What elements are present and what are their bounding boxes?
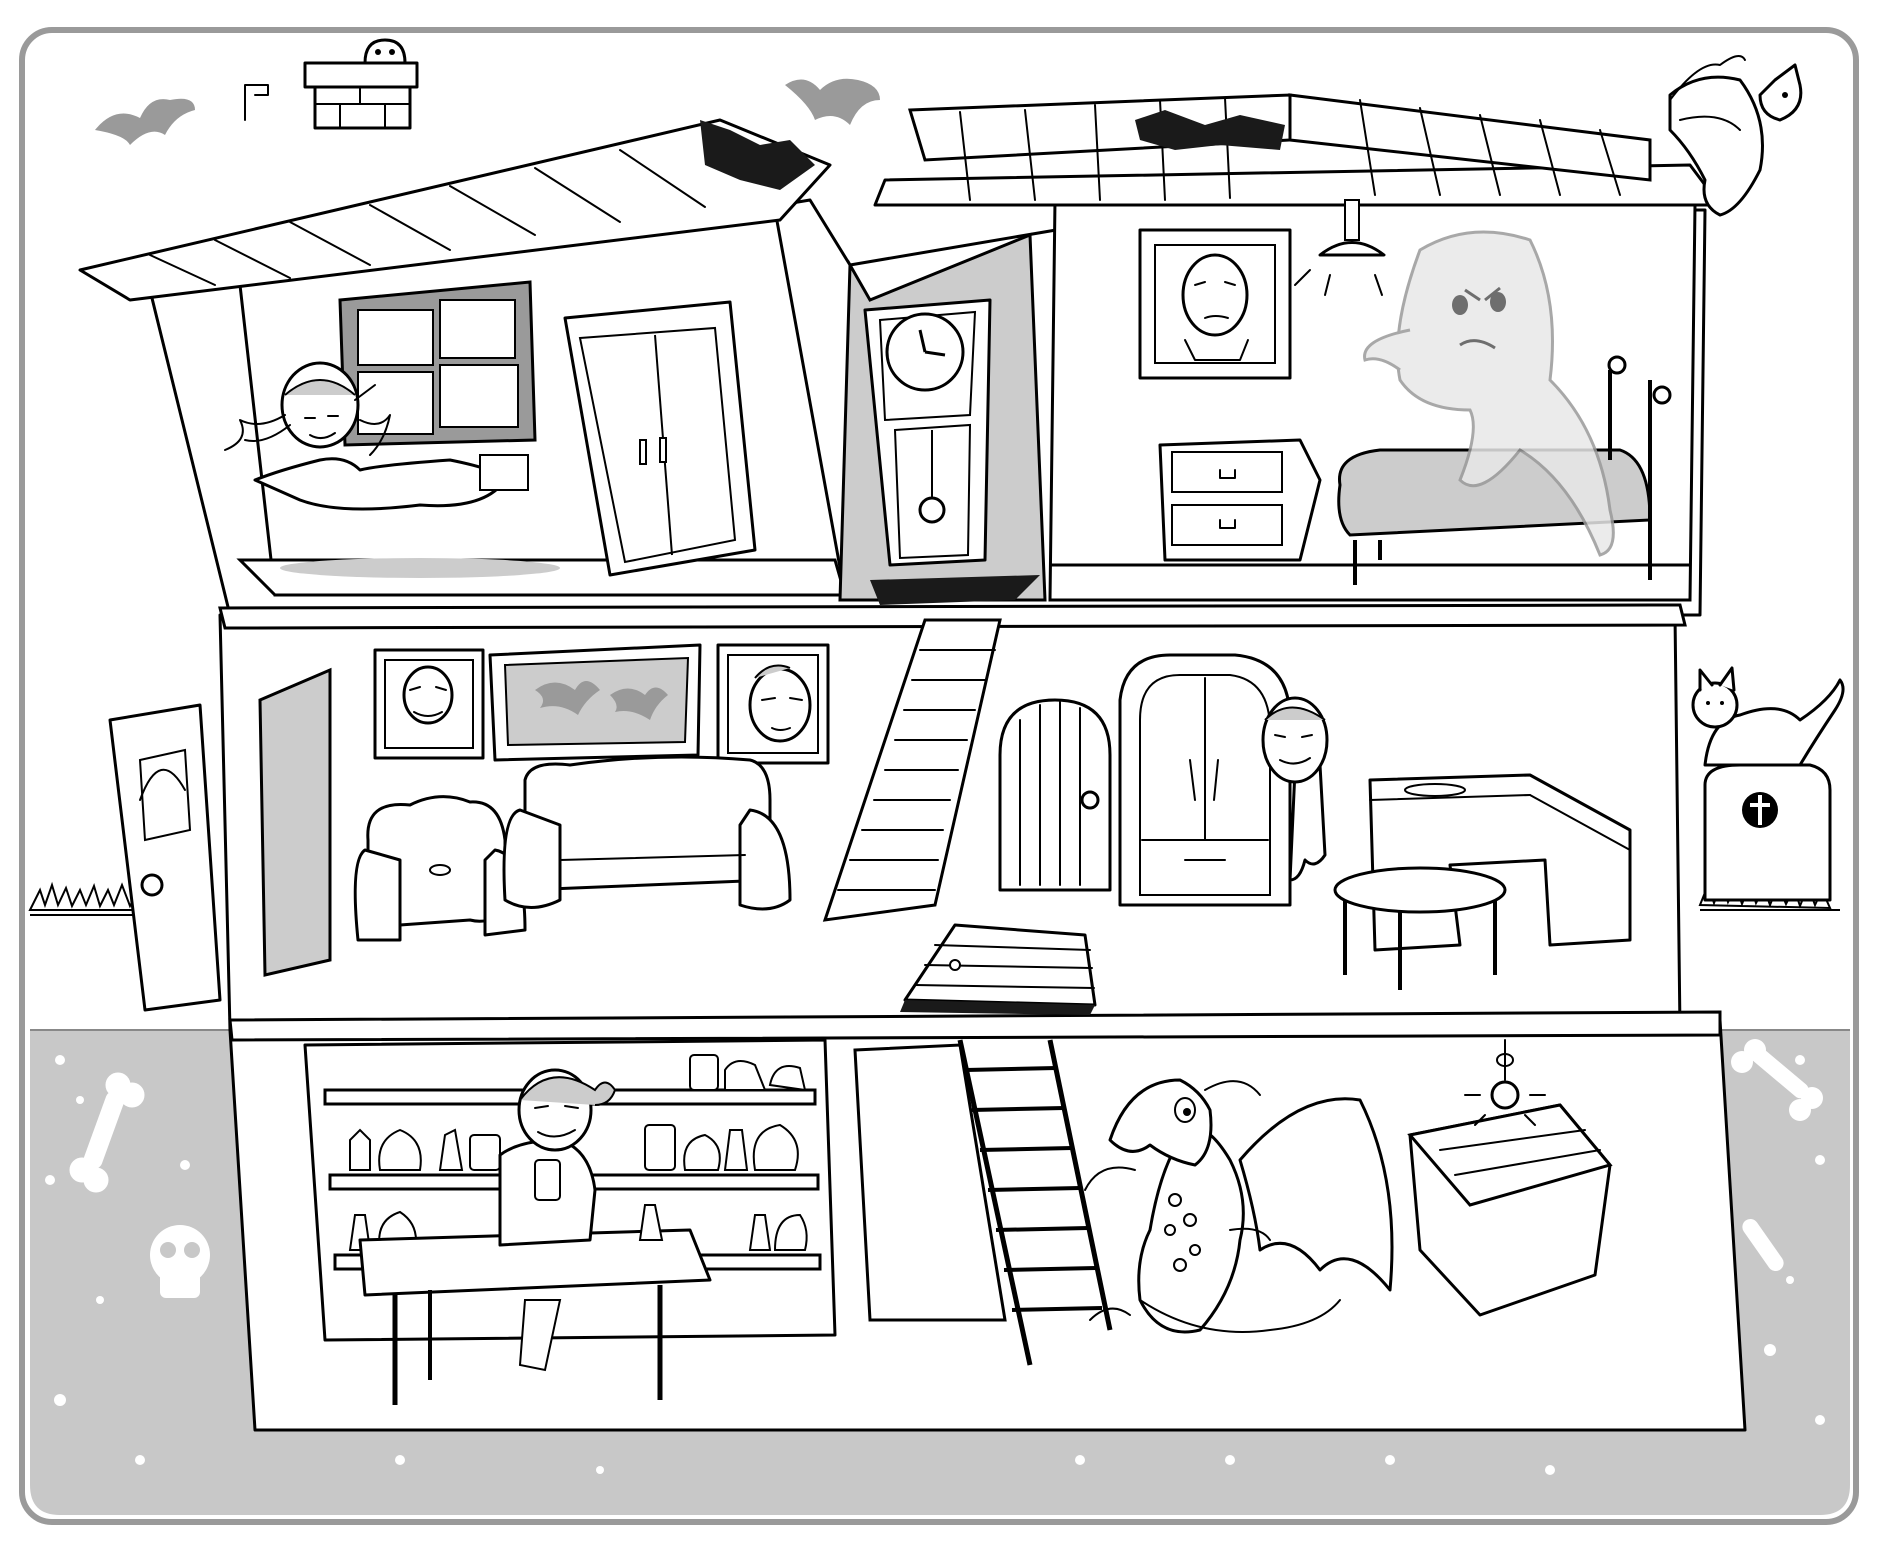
- bone-icon: [69, 1072, 145, 1193]
- gargoyle: [1668, 55, 1803, 217]
- portrait-woman: [716, 643, 830, 765]
- trapdoor: [900, 923, 1097, 1015]
- bone-icon: [1731, 1039, 1823, 1121]
- bone-icon: [1742, 1218, 1784, 1272]
- roof-hole-left: [700, 120, 815, 190]
- outside-door: [108, 703, 222, 1012]
- refrigerator: [1118, 653, 1292, 907]
- bat-icon: [610, 687, 668, 720]
- window: [338, 280, 537, 447]
- cat: [1691, 666, 1845, 767]
- arched-door: [998, 698, 1112, 892]
- bat-icon: [785, 78, 880, 125]
- vampire-mother: [498, 1068, 617, 1372]
- grandfather-clock: [863, 298, 992, 567]
- round-table: [1333, 866, 1507, 990]
- sofa: [502, 755, 792, 911]
- skull-icon: [150, 1225, 210, 1298]
- roof-hole-right: [1135, 110, 1285, 150]
- floor-shadow: [280, 558, 560, 578]
- chimney-creature: [363, 38, 407, 65]
- ladder: [957, 1039, 1113, 1366]
- ceiling-lamp: [1294, 199, 1386, 296]
- dresser: [1158, 438, 1322, 562]
- tombstone: [1703, 763, 1832, 902]
- cross-icon: [1750, 795, 1770, 825]
- soil-dots: [45, 1055, 1825, 1475]
- bat-icon: [95, 98, 195, 145]
- portrait-vampire: [373, 648, 485, 760]
- floor-hole: [870, 575, 1040, 605]
- portrait-man: [1138, 228, 1292, 380]
- weather-vane: [244, 84, 269, 121]
- bat-icon: [535, 681, 600, 715]
- light-bulb-icon: [1464, 1039, 1546, 1126]
- hall-door: [258, 667, 332, 977]
- armchair: [353, 795, 527, 942]
- portrait-bats: [488, 643, 702, 762]
- vampire-girl: [224, 361, 529, 511]
- vampire-boy: [1261, 696, 1329, 882]
- ghost: [1363, 230, 1615, 557]
- coffin: [1407, 1103, 1613, 1317]
- staircase: [822, 618, 1002, 922]
- wardrobe: [563, 300, 757, 577]
- dragon: [1084, 1078, 1394, 1334]
